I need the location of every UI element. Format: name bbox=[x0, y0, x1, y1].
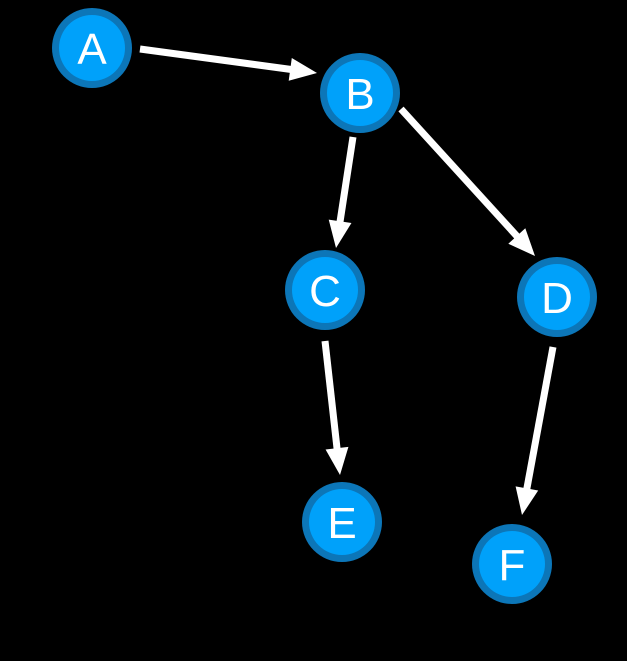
edge-B-C bbox=[328, 136, 357, 248]
arrowhead-icon bbox=[508, 228, 535, 256]
node-B[interactable]: B bbox=[320, 53, 400, 133]
node-fill-C bbox=[292, 257, 358, 323]
arrowhead-icon bbox=[325, 446, 349, 475]
node-fill-A bbox=[59, 15, 125, 81]
edge-C-E bbox=[321, 340, 349, 475]
arrowhead-icon bbox=[515, 486, 539, 515]
node-fill-D bbox=[524, 264, 590, 330]
edge-line-C-E bbox=[321, 340, 341, 452]
edge-line-D-F bbox=[522, 346, 557, 493]
edge-line-B-D bbox=[398, 106, 522, 241]
node-A[interactable]: A bbox=[52, 8, 132, 88]
edge-line-B-C bbox=[336, 136, 357, 225]
edge-B-D bbox=[398, 106, 535, 256]
node-D[interactable]: D bbox=[517, 257, 597, 337]
node-fill-E bbox=[309, 489, 375, 555]
arrowhead-icon bbox=[288, 57, 317, 81]
node-F[interactable]: F bbox=[472, 524, 552, 604]
node-fill-F bbox=[479, 531, 545, 597]
arrowhead-icon bbox=[328, 219, 352, 248]
node-E[interactable]: E bbox=[302, 482, 382, 562]
node-C[interactable]: C bbox=[285, 250, 365, 330]
node-fill-B bbox=[327, 60, 393, 126]
edge-line-A-B bbox=[139, 45, 294, 74]
edge-D-F bbox=[515, 346, 557, 515]
edge-A-B bbox=[139, 45, 317, 81]
